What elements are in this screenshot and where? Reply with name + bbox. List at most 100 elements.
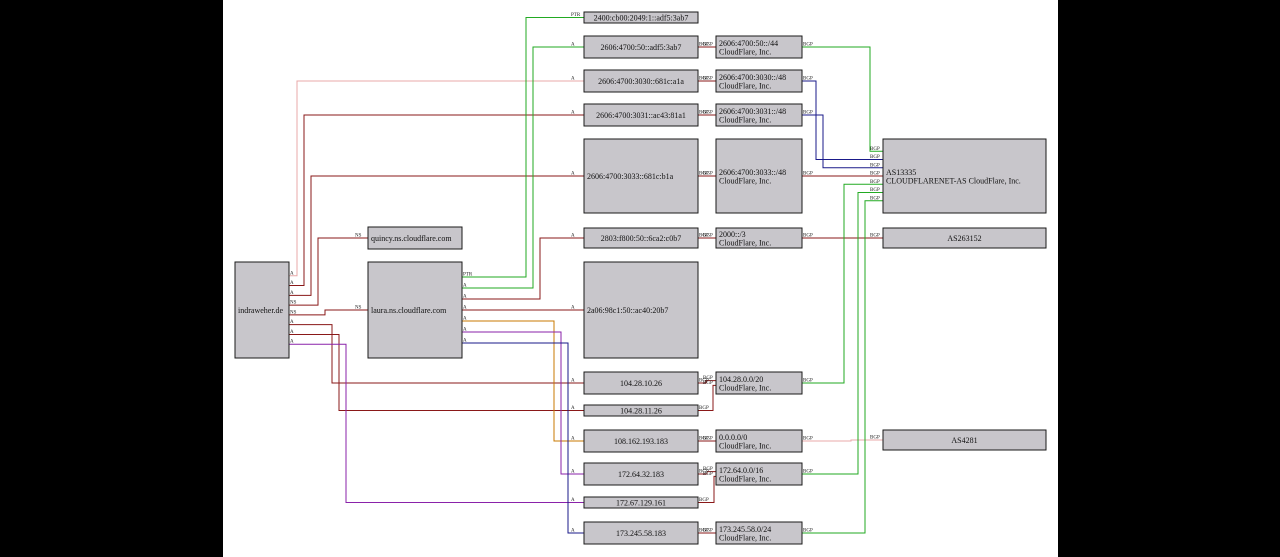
edge-domain-to-ip4_1 [289, 324, 584, 384]
node-ip4_1[interactable]: 104.28.10.26 [583, 371, 699, 395]
edge-label-src: BGP [699, 77, 709, 82]
node-label: CloudFlare, Inc. [719, 474, 771, 483]
edge-label-src: NS [290, 310, 297, 315]
node-label: quincy.ns.cloudflare.com [371, 234, 452, 243]
node-ip6_1[interactable]: 2606:4700:50::adf5:3ab7 [583, 35, 699, 59]
node-domain[interactable]: indraweher.de [234, 261, 290, 359]
edge-label-dst: BGP [870, 234, 880, 239]
node-label: CloudFlare, Inc. [719, 81, 771, 90]
node-ip4_6[interactable]: 173.245.58.183 [583, 521, 699, 545]
node-label: 2606:4700:3031::/48 [719, 107, 786, 116]
node-box [583, 138, 699, 214]
node-ip6_6[interactable]: 2a06:98c1:50::ac40:20b7 [583, 261, 699, 359]
node-label: 2a06:98c1:50::ac40:20b7 [587, 306, 668, 315]
edge-laura-to-ip6_1 [462, 46, 584, 289]
node-box [715, 429, 803, 453]
node-ip6_top[interactable]: 2400:cb00:2049:1::adf5:3ab7 [583, 11, 699, 24]
edge-label-src: A [290, 330, 294, 335]
edge-label-src: BGP [803, 172, 813, 177]
node-ip6_4[interactable]: 2606:4700:3033::681c:b1a [583, 138, 699, 214]
node-label: CloudFlare, Inc. [719, 115, 771, 124]
edge-domain-to-ip4_5 [289, 343, 584, 503]
edge-label-src: BGP [699, 172, 709, 177]
edge-label-dst: A [571, 234, 575, 239]
edge-label-dst: A [571, 529, 575, 534]
edge-label-dst: BGP [703, 381, 713, 386]
node-ip6_5[interactable]: 2803:f800:50::6ca2:c0b7 [583, 227, 699, 249]
edge-label-dst: NS [355, 234, 362, 239]
node-label: indraweher.de [238, 306, 284, 315]
node-ip4_5[interactable]: 172.67.129.161 [583, 496, 699, 509]
edge-label-dst: A [571, 379, 575, 384]
edge-label-dst: PTR [571, 13, 581, 18]
edge-label-src: BGP [699, 379, 709, 384]
edge-label-dst: A [571, 306, 575, 311]
node-ip4_2[interactable]: 104.28.11.26 [583, 404, 699, 417]
node-laura[interactable]: laura.ns.cloudflare.com [367, 261, 463, 359]
node-label: CloudFlare, Inc. [719, 238, 771, 247]
node-ip4_3[interactable]: 108.162.193.183 [583, 429, 699, 453]
edge-label-dst: BGP [870, 436, 880, 441]
edge-label-src: A [290, 291, 294, 296]
node-label: 2606:4700:3030::681c:a1a [598, 77, 684, 86]
edge-label-src: BGP [803, 43, 813, 48]
node-label: 2000::/3 [719, 230, 746, 239]
node-quincy[interactable]: quincy.ns.cloudflare.com [367, 226, 463, 250]
edge-label-src: BGP [699, 437, 709, 442]
edge-pfx_6-to-as_cf [802, 183, 883, 384]
node-label: CloudFlare, Inc. [719, 441, 771, 450]
edge-label-src: BGP [699, 111, 709, 116]
node-label: AS263152 [947, 234, 981, 243]
edge-label-dst: BGP [703, 472, 713, 477]
node-label: CloudFlare, Inc. [719, 176, 771, 185]
node-as_3[interactable]: AS4281 [882, 429, 1047, 451]
node-label: 2606:4700:3031::ac43:81a1 [596, 111, 686, 120]
edge-label-src: BGP [699, 43, 709, 48]
edge-laura-to-ip6_5 [462, 237, 584, 300]
node-label: 0.0.0.0/0 [719, 433, 747, 442]
node-box [583, 462, 699, 486]
edge-domain-to-quincy [289, 237, 368, 306]
node-ip6_2[interactable]: 2606:4700:3030::681c:a1a [583, 69, 699, 93]
node-ip6_3[interactable]: 2606:4700:3031::ac43:81a1 [583, 103, 699, 127]
edge-label-dst: A [571, 43, 575, 48]
node-ip4_4[interactable]: 172.64.32.183 [583, 462, 699, 486]
edge-ip4_4-to-pfx_8 [698, 471, 716, 475]
edge-domain-to-ip6_2 [289, 80, 584, 277]
node-as_2[interactable]: AS263152 [882, 227, 1047, 249]
node-box [882, 227, 1047, 249]
edge-label-dst: NS [355, 306, 362, 311]
node-box [367, 261, 463, 359]
node-box [882, 138, 1047, 214]
node-label: 172.67.129.161 [616, 499, 666, 508]
node-label: 104.28.11.26 [620, 407, 662, 416]
node-label: 173.245.58.183 [616, 529, 666, 538]
edge-ip4_2-to-pfx_6 [698, 384, 716, 411]
edge-label-dst: A [571, 77, 575, 82]
edge-label-dst: A [571, 437, 575, 442]
node-label: 2606:4700:3030::/48 [719, 73, 786, 82]
node-label: 172.64.32.183 [618, 470, 664, 479]
node-box [715, 138, 803, 214]
edge-pfx_3-to-as_cf [802, 114, 883, 169]
node-box [583, 371, 699, 395]
edge-label-src: PTR [463, 273, 473, 278]
edge-label-src: A [290, 340, 294, 345]
node-box [715, 371, 803, 395]
node-box [882, 429, 1047, 451]
node-label: 2606:4700:50::/44 [719, 39, 778, 48]
edge-label-src: BGP [803, 529, 813, 534]
node-label: CloudFlare, Inc. [719, 47, 771, 56]
edge-label-src: A [290, 320, 294, 325]
